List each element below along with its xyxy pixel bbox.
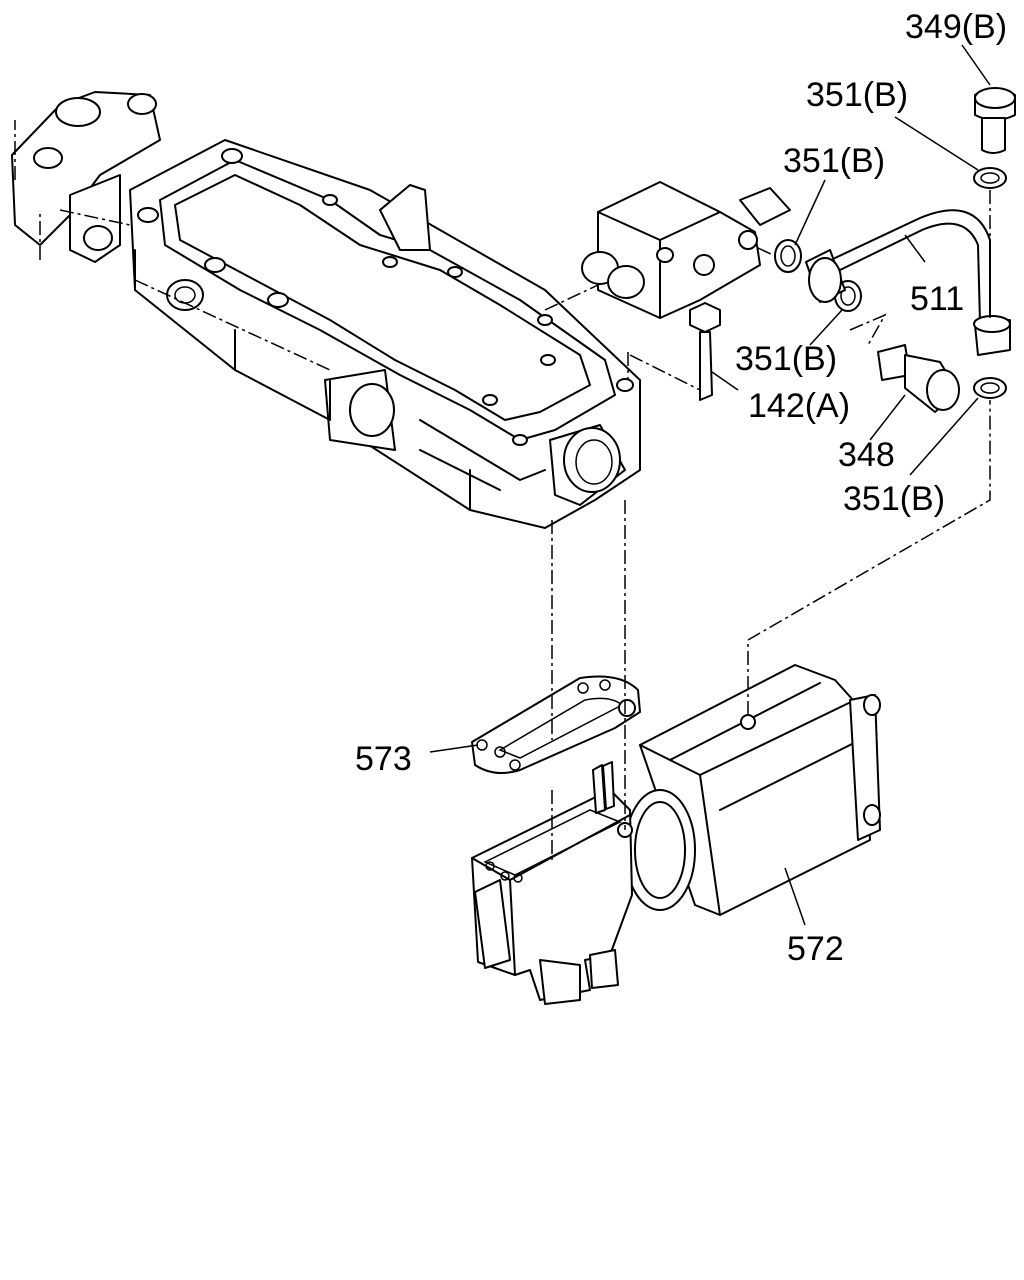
bolt-142a (689, 302, 721, 401)
callout-351b-top: 351(B) (806, 76, 908, 114)
callout-511: 511 (910, 280, 964, 318)
callout-labels: 349(B) 351(B) 351(B) 511 351(B) 142(A) 3… (355, 8, 1007, 968)
callout-351b-mid: 351(B) (783, 142, 885, 180)
assembly-lines (544, 190, 991, 860)
callout-142a: 142(A) (748, 387, 850, 425)
pipe-511 (805, 209, 1011, 356)
callout-349b: 349(B) (905, 8, 1007, 46)
solenoid-valve (581, 181, 791, 319)
leader-lines (429, 44, 991, 926)
plug-348 (877, 344, 960, 413)
eye-bolt-349b (974, 87, 1016, 154)
callout-348: 348 (838, 436, 895, 474)
actuator-572 (471, 664, 881, 1005)
callout-572: 572 (787, 930, 844, 968)
callout-351b-bot: 351(B) (843, 480, 945, 518)
callout-573: 573 (355, 740, 412, 778)
valve-body (11, 91, 641, 529)
gasket-573 (471, 675, 641, 775)
callout-351b-low: 351(B) (735, 340, 837, 378)
